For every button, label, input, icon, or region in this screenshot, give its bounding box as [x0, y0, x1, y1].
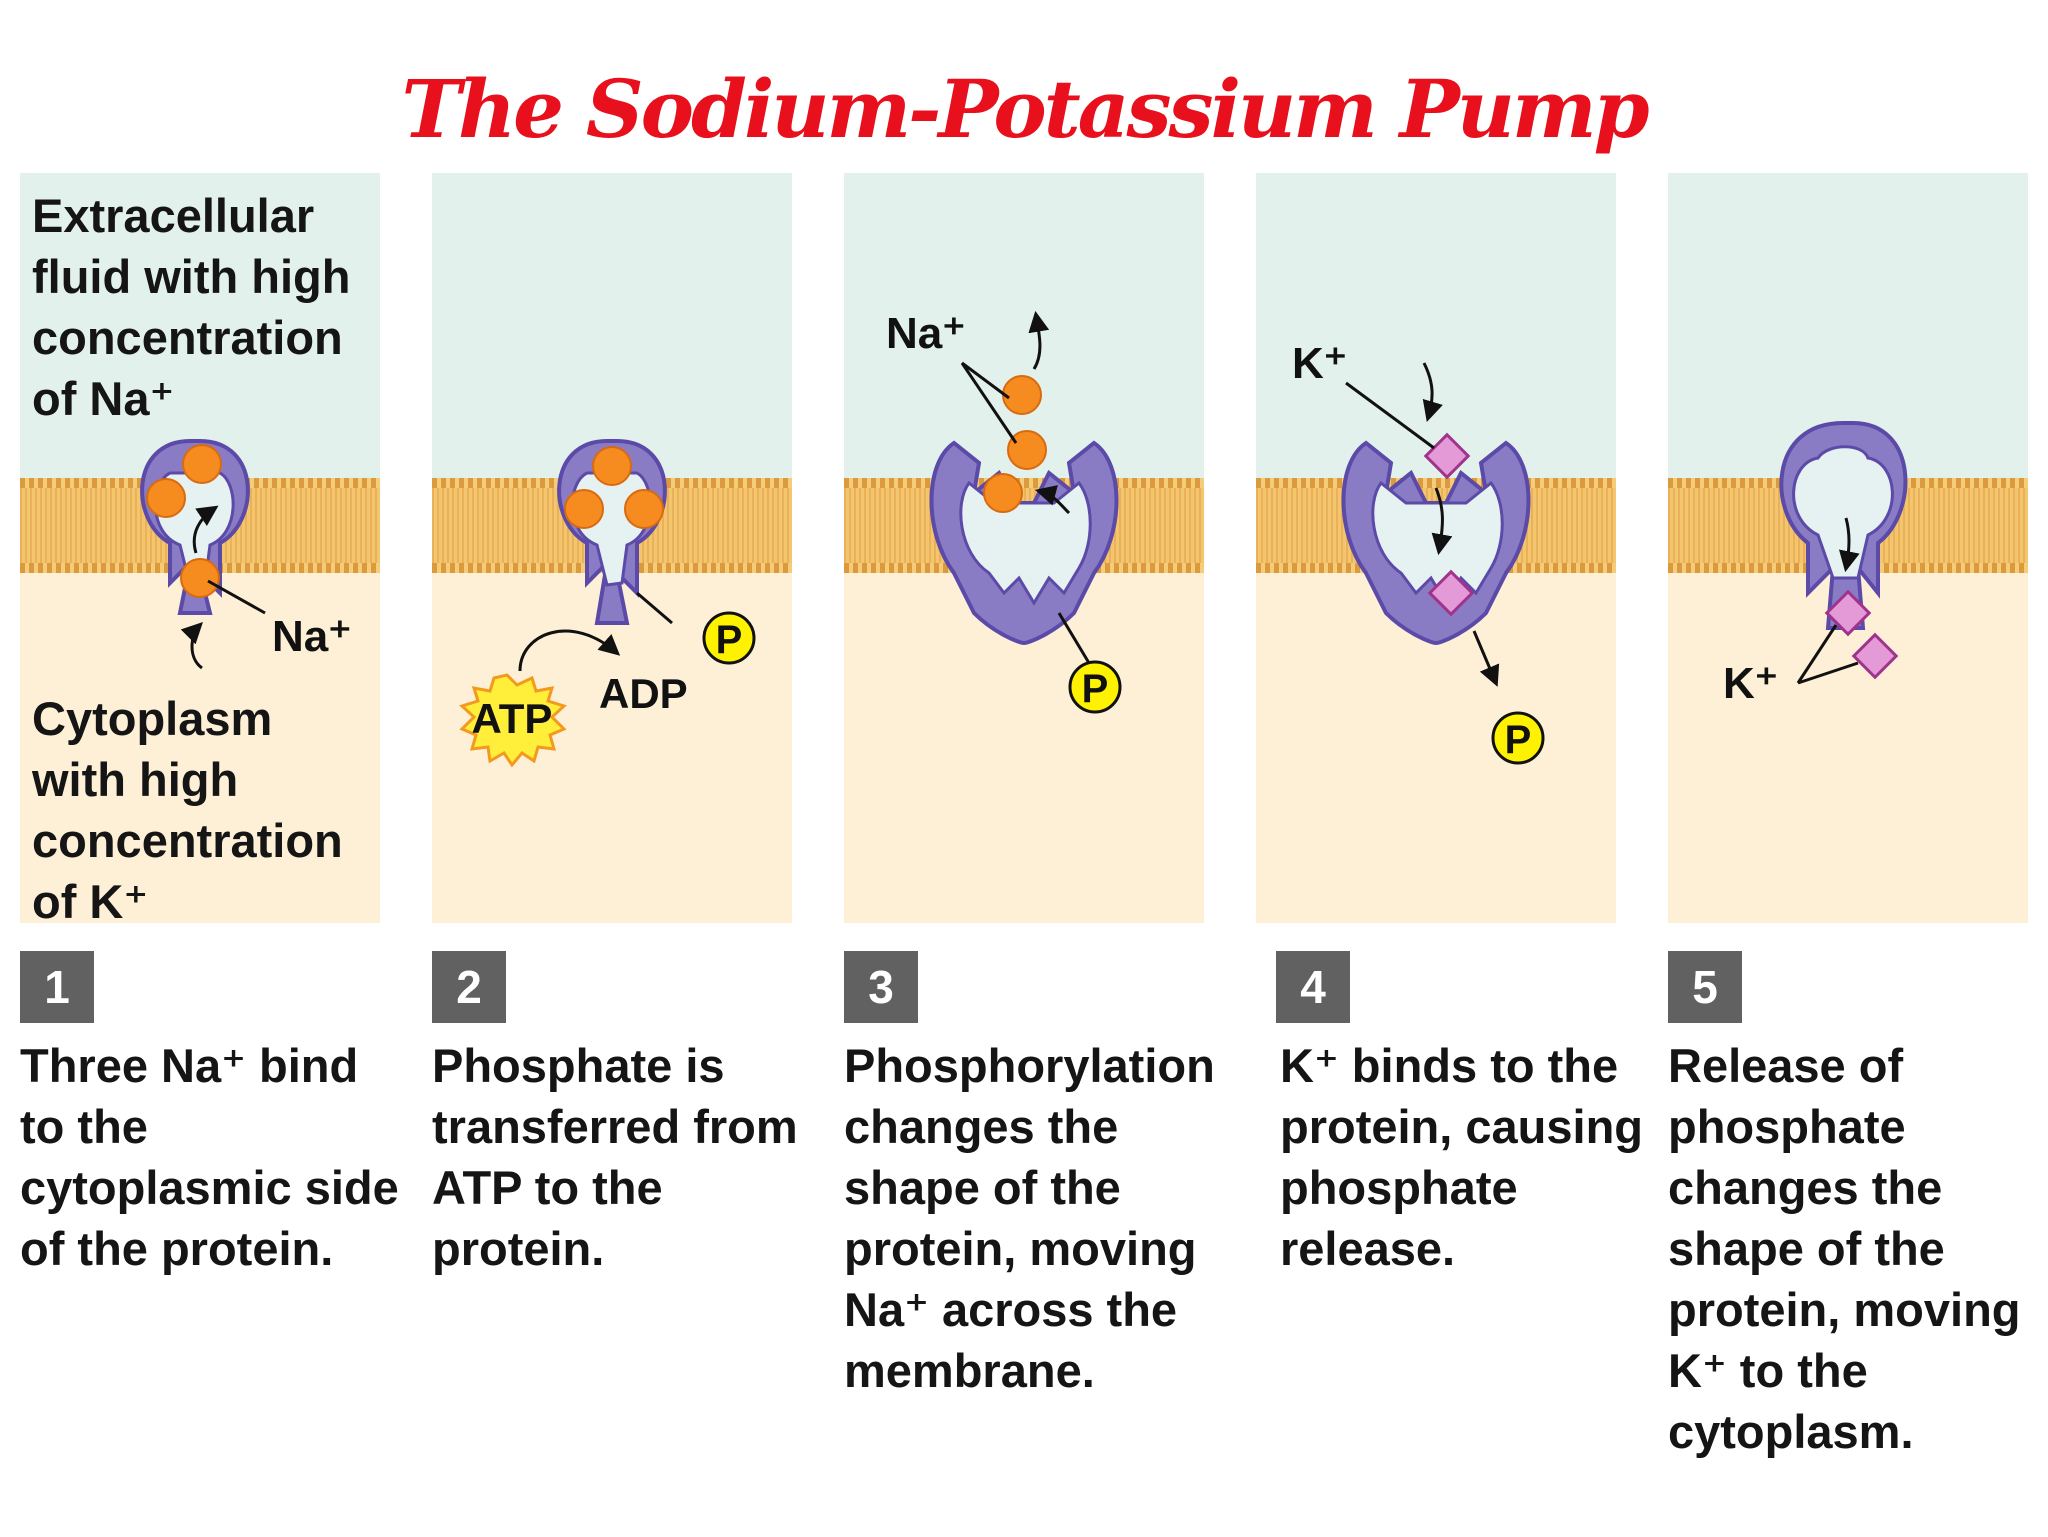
leader-line	[960, 362, 1018, 444]
phosphate-label: P	[1082, 667, 1109, 711]
curved-arrow	[180, 622, 203, 670]
step-description: Phosphorylation changes the shape of the…	[844, 1039, 1215, 1397]
phosphate-circle	[1491, 711, 1545, 765]
extracellular-region	[432, 173, 792, 478]
potassium-ion	[1427, 569, 1475, 617]
step-4-panel: K⁺ P	[1256, 173, 1616, 923]
step-1-diagram: Na⁺	[140, 439, 351, 670]
step-description: Three Na⁺ bind to the cytoplasmic side o…	[20, 1039, 399, 1275]
step-1-panel: Na⁺ Extracellular fluid with high concen…	[20, 173, 380, 923]
extracellular-region	[1256, 173, 1616, 478]
curved-arrow	[1431, 487, 1453, 556]
leader-line	[207, 579, 266, 615]
step-number-badge: 5	[1668, 951, 1742, 1023]
page-title: The Sodium-Potassium Pump	[401, 62, 1649, 156]
step-number-badge: 1	[20, 951, 94, 1023]
na-label: Na⁺	[886, 309, 965, 358]
step-number-badge: 3	[844, 951, 918, 1023]
curved-arrow	[1028, 310, 1050, 370]
sodium-ion	[146, 478, 186, 518]
sodium-ion	[180, 558, 220, 598]
leader-line	[1797, 661, 1859, 685]
potassium-ion	[1423, 432, 1471, 480]
step-4-diagram: K⁺ P	[1292, 339, 1545, 765]
atp-to-adp-arrow	[518, 629, 621, 672]
potassium-ion	[1824, 589, 1872, 637]
extracellular-region	[20, 173, 380, 478]
curved-arrow	[192, 505, 219, 554]
step-description: Release of phosphate changes the shape o…	[1668, 1039, 2021, 1458]
pump-protein-open-inward	[1779, 421, 1908, 630]
extracellular-region	[844, 173, 1204, 478]
sodium-ion	[592, 446, 632, 486]
phosphate-circle	[702, 611, 756, 665]
step-description: K⁺ binds to the protein, causing phospha…	[1280, 1039, 1643, 1275]
leader-line	[1345, 381, 1435, 450]
step-5-diagram: K⁺	[1723, 421, 1908, 708]
adp-label: ADP	[599, 670, 688, 717]
cytoplasm-label: Cytoplasm with high concentration of K⁺	[32, 692, 343, 923]
step-3-diagram: Na⁺ P	[886, 309, 1122, 714]
sodium-ion	[182, 444, 222, 484]
step-description: Phosphate is transferred from ATP to the…	[432, 1039, 798, 1275]
atp-burst-icon	[459, 673, 567, 768]
sodium-ion	[1007, 430, 1047, 470]
atp-label: ATP	[472, 695, 553, 742]
pump-protein-open-outward	[1341, 440, 1531, 646]
step-number-badge: 4	[1276, 951, 1350, 1023]
extracellular-label: Extracellular fluid with high concentrat…	[32, 189, 351, 425]
pump-protein-open-outward	[929, 440, 1119, 646]
step-2-panel: P ATP ADP	[432, 173, 792, 923]
curved-arrow	[1422, 362, 1443, 423]
step-2-diagram: P ATP ADP	[459, 439, 756, 768]
phosphate-label: P	[1505, 718, 1532, 762]
sodium-ion	[1002, 375, 1042, 415]
na-label: Na⁺	[272, 612, 351, 661]
sodium-ion	[624, 489, 664, 529]
phosphate-bond	[636, 591, 673, 625]
phosphate-circle	[1068, 660, 1122, 714]
k-label: K⁺	[1723, 659, 1778, 708]
sodium-ion	[983, 473, 1023, 513]
leader-line	[961, 361, 1010, 400]
release-arrow	[1472, 630, 1500, 687]
phosphate-label: P	[716, 618, 743, 662]
step-3-panel: Na⁺ P	[844, 173, 1204, 923]
leader-line	[1796, 624, 1838, 684]
curved-arrow	[1838, 517, 1860, 573]
phosphate-bond	[1057, 612, 1091, 664]
step-number-badge: 2	[432, 951, 506, 1023]
potassium-ion	[1851, 632, 1899, 680]
k-label: K⁺	[1292, 339, 1347, 388]
curved-arrow	[1034, 485, 1071, 515]
sodium-ion	[564, 489, 604, 529]
step-5-panel: K⁺	[1668, 173, 2028, 923]
